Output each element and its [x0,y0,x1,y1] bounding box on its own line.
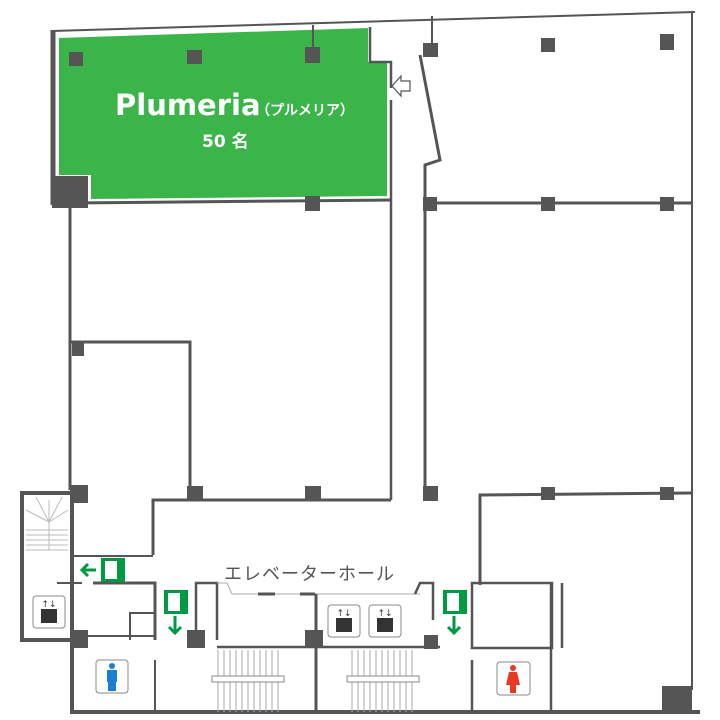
svg-text:↑↓: ↑↓ [41,600,56,610]
elevator-hall-label: エレベーターホール [224,564,395,585]
room-name-kana: （プルメリア） [256,103,354,119]
stairs-icon [25,496,69,551]
room-name: Plumeria [115,88,261,122]
elevator-icon: ↑↓ [32,595,66,629]
exit-sign-icon [164,590,188,636]
elevator-icon: ↑↓ [368,604,402,638]
womens-restroom-icon [496,661,531,696]
room-capacity: 50 名 [202,132,249,152]
mens-restroom-icon [95,659,129,694]
exit-sign-icon [443,590,467,636]
exit-sign-icon [79,558,125,582]
entrance-arrow-icon [391,74,411,98]
svg-text:↑↓: ↑↓ [336,609,351,619]
svg-text:↑↓: ↑↓ [377,609,392,619]
elevator-icon: ↑↓ [327,604,361,638]
